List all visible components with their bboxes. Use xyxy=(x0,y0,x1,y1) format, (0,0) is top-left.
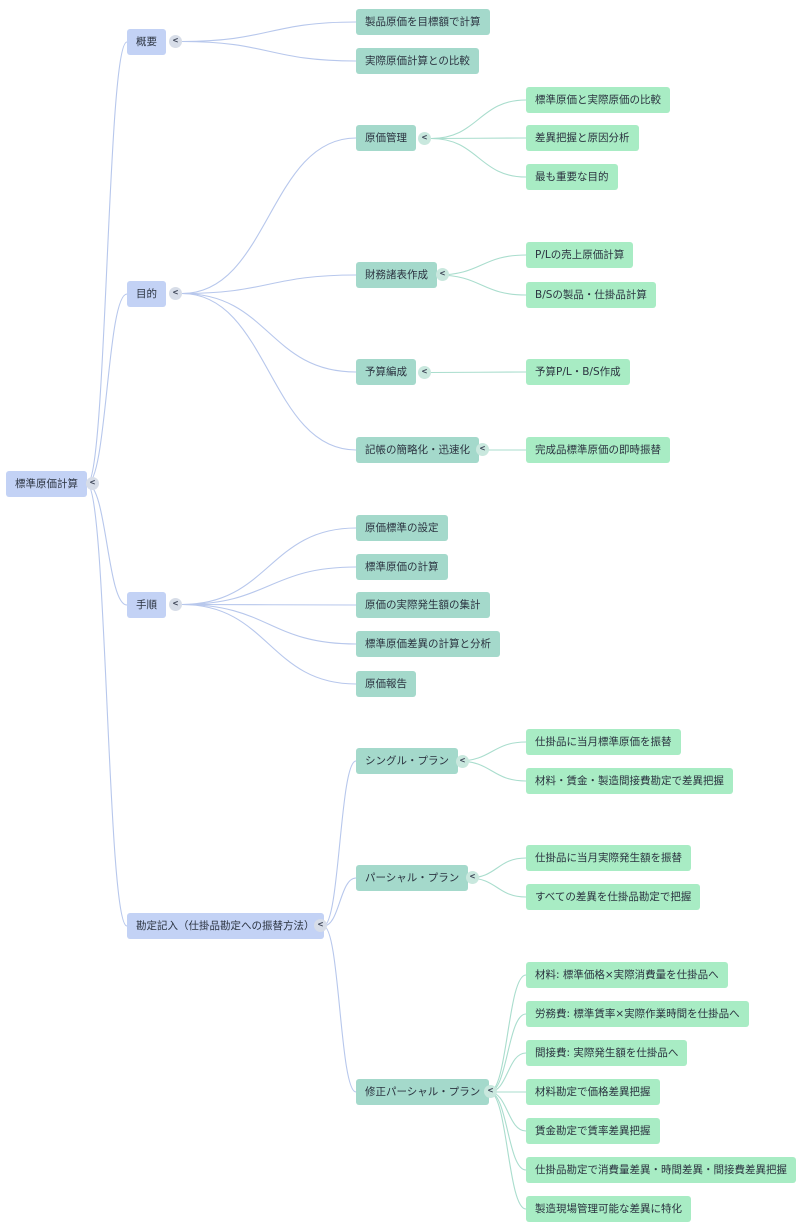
connector-line xyxy=(430,371,527,374)
connector-line xyxy=(430,137,527,140)
connector-line xyxy=(489,1091,527,1132)
connector-line xyxy=(86,41,128,485)
connector-line xyxy=(181,603,357,645)
detail-node[interactable]: 間接費: 実際発生額を仕掛品へ xyxy=(526,1040,688,1066)
connector-line xyxy=(181,40,357,62)
topic-procedure[interactable]: 手順 xyxy=(127,592,166,618)
subtopic-modified-partial-plan[interactable]: 修正パーシャル・プラン xyxy=(356,1079,490,1105)
collapse-toggle-icon[interactable]: < xyxy=(456,755,469,768)
subtopic-bookkeeping[interactable]: 記帳の簡略化・迅速化 xyxy=(356,437,479,463)
step-node[interactable]: 原価の実際発生額の集計 xyxy=(356,592,490,618)
connector-line xyxy=(181,137,357,295)
subtopic-budgeting[interactable]: 予算編成 xyxy=(356,359,416,385)
detail-node[interactable]: 仕掛品勘定で消費量差異・時間差異・間接費差異把握 xyxy=(526,1157,796,1183)
collapse-toggle-icon[interactable]: < xyxy=(484,1085,497,1098)
topic-purpose[interactable]: 目的 xyxy=(127,281,166,307)
collapse-toggle-icon[interactable]: < xyxy=(436,268,449,281)
connector-line xyxy=(181,292,357,451)
collapse-toggle-icon[interactable]: < xyxy=(169,287,182,300)
connector-line xyxy=(86,483,128,927)
step-node[interactable]: 原価標準の設定 xyxy=(356,515,448,541)
detail-node[interactable]: 仕掛品に当月標準原価を振替 xyxy=(526,729,681,755)
topic-journal-entry[interactable]: 勘定記入（仕掛品勘定への振替方法） xyxy=(127,913,324,939)
subtopic-cost-management[interactable]: 原価管理 xyxy=(356,125,416,151)
connector-line xyxy=(436,274,527,296)
subtopic-single-plan[interactable]: シングル・プラン xyxy=(356,748,458,774)
detail-node[interactable]: 標準原価と実際原価の比較 xyxy=(526,87,670,113)
detail-node[interactable]: 最も重要な目的 xyxy=(526,164,618,190)
step-node[interactable]: 標準原価差異の計算と分析 xyxy=(356,631,500,657)
detail-node[interactable]: 製造現場管理可能な差異に特化 xyxy=(526,1196,691,1222)
collapse-toggle-icon[interactable]: < xyxy=(418,132,431,145)
connector-line xyxy=(436,254,527,276)
connector-line xyxy=(323,925,357,1093)
connector-line xyxy=(430,99,527,140)
detail-node[interactable]: 予算P/L・B/S作成 xyxy=(526,359,630,385)
step-node[interactable]: 原価報告 xyxy=(356,671,416,697)
detail-node[interactable]: 差異把握と原因分析 xyxy=(526,125,639,151)
subtopic-partial-plan[interactable]: パーシャル・プラン xyxy=(356,865,469,891)
connector-line xyxy=(181,292,357,373)
collapse-toggle-icon[interactable]: < xyxy=(314,919,327,932)
subtopic-financial-statements[interactable]: 財務諸表作成 xyxy=(356,262,437,288)
detail-node[interactable]: 材料: 標準価格×実際消費量を仕掛品へ xyxy=(526,962,728,988)
root-node[interactable]: 標準原価計算 xyxy=(6,471,87,497)
step-node[interactable]: 標準原価の計算 xyxy=(356,554,448,580)
detail-node[interactable]: 仕掛品に当月実際発生額を振替 xyxy=(526,845,691,871)
topic-overview[interactable]: 概要 xyxy=(127,29,166,55)
collapse-toggle-icon[interactable]: < xyxy=(418,366,431,379)
subtopic-node[interactable]: 製品原価を目標額で計算 xyxy=(356,9,490,35)
connector-line xyxy=(181,603,357,685)
connector-line xyxy=(489,1091,527,1210)
collapse-toggle-icon[interactable]: < xyxy=(169,35,182,48)
collapse-toggle-icon[interactable]: < xyxy=(169,598,182,611)
connector-line xyxy=(323,877,357,927)
detail-node[interactable]: すべての差異を仕掛品勘定で把握 xyxy=(526,884,701,910)
connector-line xyxy=(181,566,357,606)
detail-node[interactable]: 賃金勘定で賃率差異把握 xyxy=(526,1118,660,1144)
collapse-toggle-icon[interactable]: < xyxy=(466,871,479,884)
detail-node[interactable]: 材料・賃金・製造間接費勘定で差異把握 xyxy=(526,768,733,794)
detail-node[interactable]: P/Lの売上原価計算 xyxy=(526,242,634,268)
detail-node[interactable]: 材料勘定で価格差異把握 xyxy=(526,1079,660,1105)
connector-line xyxy=(86,293,128,485)
connector-line xyxy=(489,1091,527,1171)
detail-node[interactable]: 労務費: 標準賃率×実際作業時間を仕掛品へ xyxy=(526,1001,749,1027)
connector-line xyxy=(430,137,527,178)
detail-node[interactable]: 完成品標準原価の即時振替 xyxy=(526,437,670,463)
connector-line xyxy=(323,760,357,927)
subtopic-node[interactable]: 実際原価計算との比較 xyxy=(356,48,479,74)
collapse-toggle-icon[interactable]: < xyxy=(476,443,489,456)
connector-line xyxy=(489,974,527,1093)
connector-line xyxy=(489,1013,527,1093)
connector-line xyxy=(181,527,357,606)
connector-line xyxy=(181,274,357,295)
collapse-toggle-icon[interactable]: < xyxy=(86,477,99,490)
connector-line xyxy=(181,21,357,43)
connector-line xyxy=(181,603,357,606)
detail-node[interactable]: B/Sの製品・仕掛品計算 xyxy=(526,282,656,308)
